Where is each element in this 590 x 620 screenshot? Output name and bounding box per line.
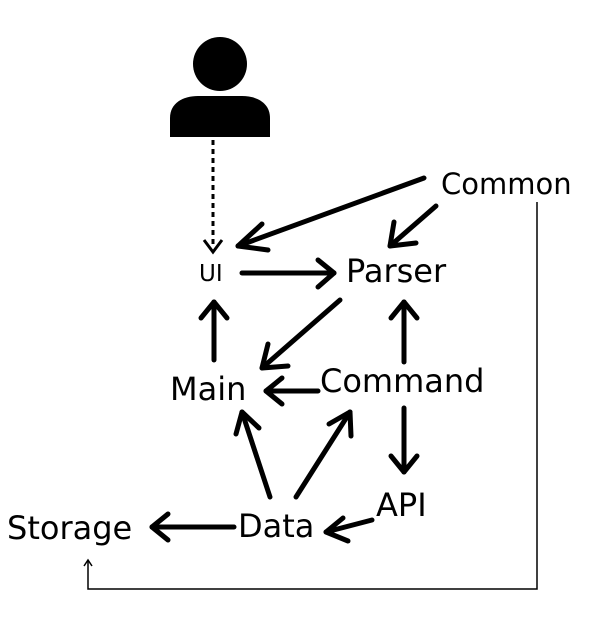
edge-parser-to-main bbox=[259, 297, 343, 371]
edge-data-to-command bbox=[293, 409, 354, 500]
edge-ui-to-parser bbox=[239, 257, 337, 290]
node-command: Command bbox=[320, 362, 485, 400]
edge-command-to-api bbox=[388, 405, 420, 475]
edge-data-to-main bbox=[233, 409, 273, 500]
node-ui: UI bbox=[199, 261, 223, 287]
edge-command-to-main bbox=[263, 375, 321, 407]
node-parser: Parser bbox=[346, 252, 447, 290]
edge-user-to-ui bbox=[202, 140, 224, 255]
edge-common-to-parser bbox=[387, 203, 439, 249]
node-api: API bbox=[376, 486, 427, 524]
user-icon bbox=[170, 37, 270, 137]
node-main: Main bbox=[170, 370, 247, 408]
edge-common-to-ui bbox=[235, 175, 427, 253]
node-storage: Storage bbox=[7, 509, 133, 547]
edge-main-to-ui bbox=[198, 299, 230, 363]
node-data: Data bbox=[238, 507, 315, 545]
node-common: Common bbox=[441, 167, 572, 201]
edge-command-to-parser bbox=[388, 299, 420, 365]
edge-data-to-storage bbox=[149, 511, 237, 543]
edge-common-to-storage bbox=[83, 202, 538, 590]
edge-api-to-data bbox=[323, 515, 375, 544]
